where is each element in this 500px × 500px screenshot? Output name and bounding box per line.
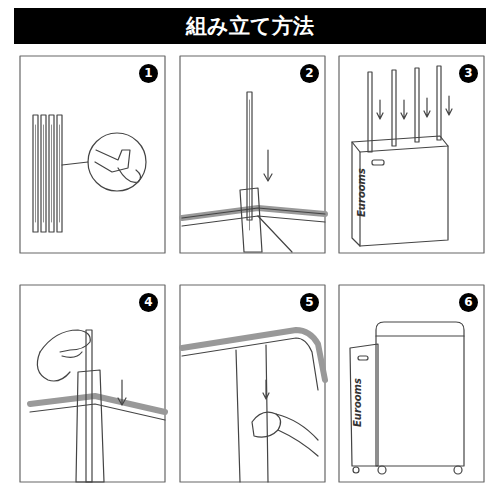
callout-number: 1 xyxy=(139,64,158,83)
callout-number: 5 xyxy=(300,293,319,312)
page-title: 組み立て方法 xyxy=(14,8,486,44)
callout-number: 2 xyxy=(300,64,319,83)
callout-number: 4 xyxy=(139,293,158,312)
brand-text: Eurooms xyxy=(352,378,363,427)
brand-text: Eurooms xyxy=(356,168,367,217)
callout-number: 3 xyxy=(459,64,478,83)
callout-number: 6 xyxy=(459,293,478,312)
